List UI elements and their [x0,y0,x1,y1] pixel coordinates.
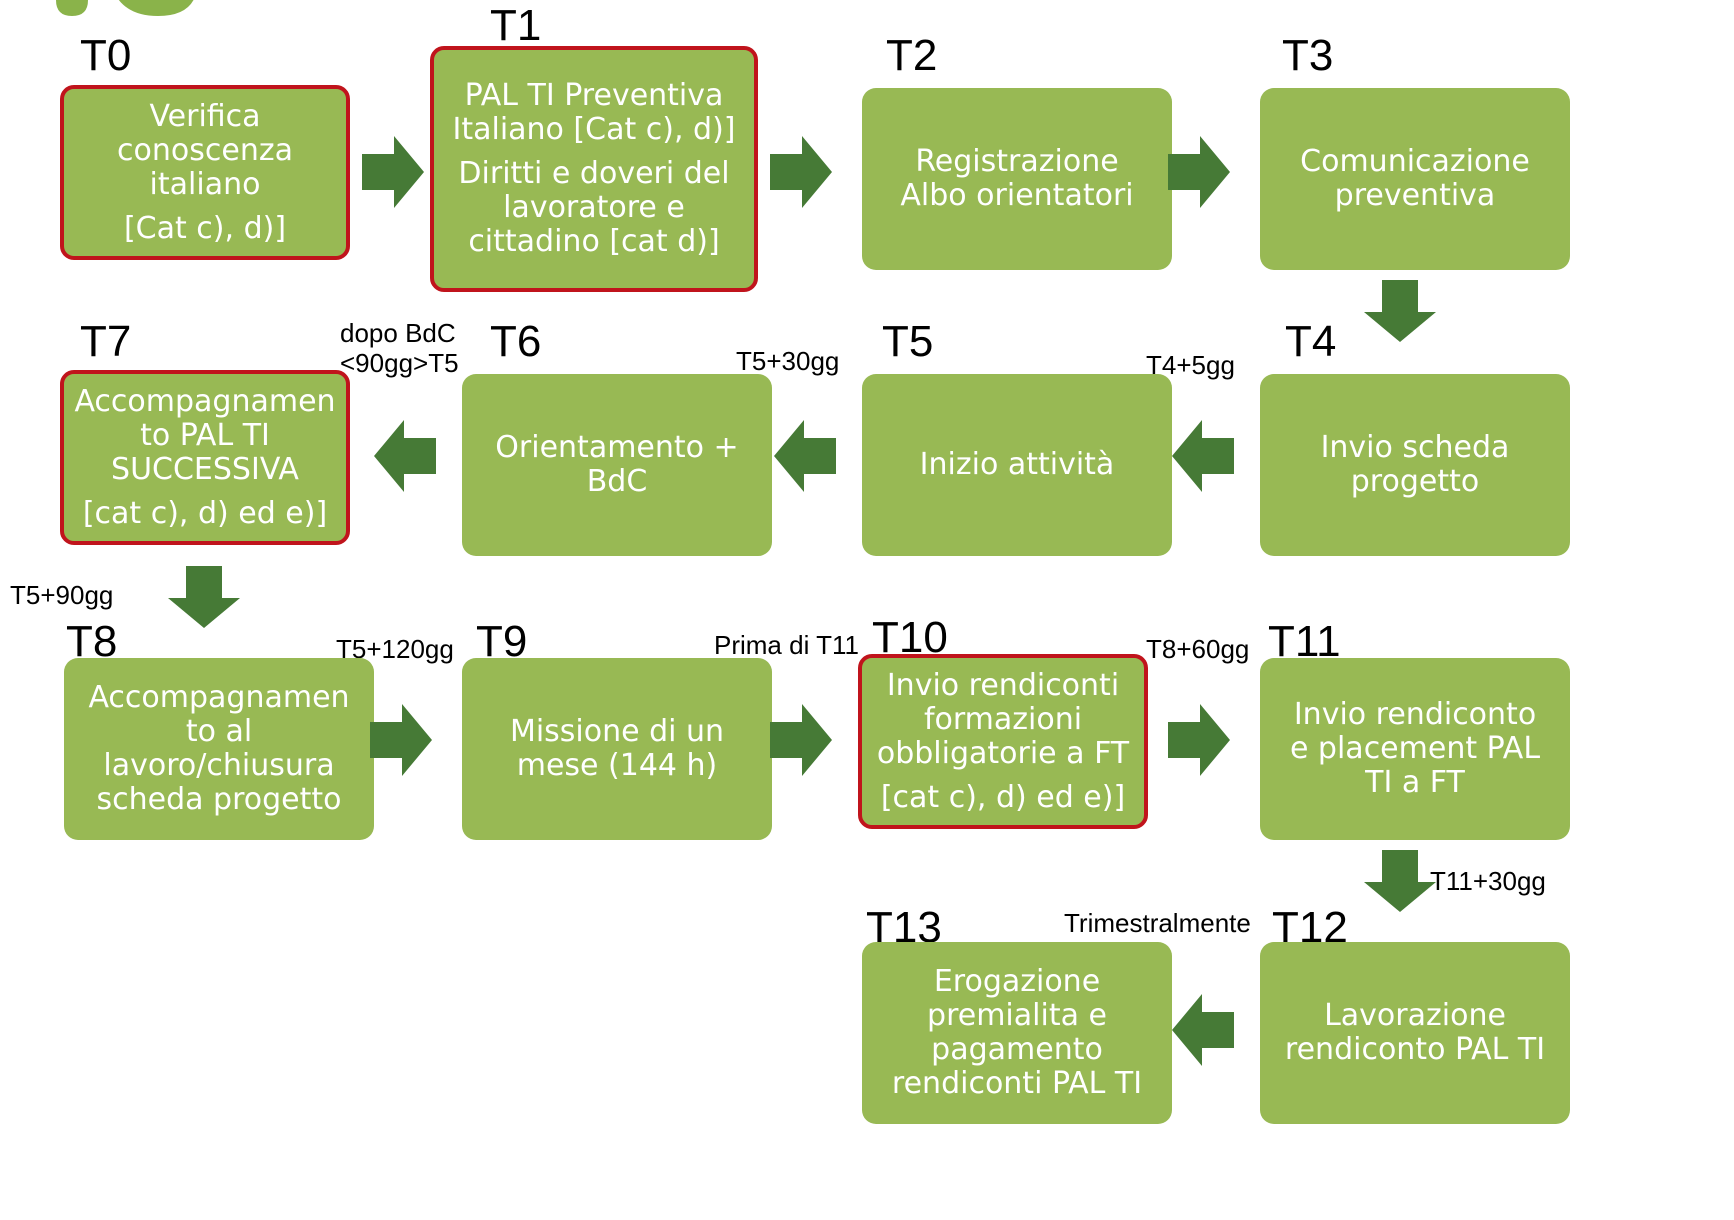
arrow-left-icon [1172,420,1234,492]
step-label-t4: T4 [1285,317,1337,366]
arrow-left-icon [374,420,436,492]
step-label-t9: T9 [476,617,528,666]
step-label-t8: T8 [66,617,118,666]
step-box-t1: PAL TI Preventiva Italiano [Cat c), d)] … [430,46,758,292]
arrow-left-icon [1172,994,1234,1066]
arrow-down-icon [1364,850,1436,912]
logo-fragment [56,0,194,16]
step-box-t12: Lavorazione rendiconto PAL TI [1260,942,1570,1124]
arrow-down-icon [168,566,240,628]
step-label-t0: T0 [80,31,132,80]
step-box-t13: Erogazione premialita e pagamento rendic… [862,942,1172,1124]
arrow-right-icon [1168,704,1230,776]
step-box-t2: Registrazione Albo orientatori [862,88,1172,270]
arrow-left-icon [774,420,836,492]
timing-note-t11: T8+60gg [1146,634,1250,664]
arrow-right-icon [770,136,832,208]
arrow-right-icon [770,704,832,776]
timing-note-t12-down: T11+30gg [1430,866,1546,896]
step-box-t7: Accompagnamen to PAL TI SUCCESSIVA [cat … [60,370,350,545]
arrow-right-icon [362,136,424,208]
timing-note-t12: Trimestralmente [1064,908,1251,938]
arrow-down-icon [1364,280,1436,342]
step-label-t7: T7 [80,317,132,366]
step-label-t10: T10 [872,613,948,662]
timing-note-t5: T5+30gg [736,346,840,376]
arrow-right-icon [1168,136,1230,208]
step-label-t3: T3 [1282,31,1334,80]
arrow-right-icon [370,704,432,776]
step-box-t5: Inizio attività [862,374,1172,556]
step-label-t11: T11 [1268,617,1341,666]
step-box-t10: Invio rendiconti formazioni obbligatorie… [858,654,1148,829]
step-box-t4: Invio scheda progetto [1260,374,1570,556]
timing-note-t6: dopo BdC <90gg>T5 [340,318,459,378]
step-box-t9: Missione di un mese (144 h) [462,658,772,840]
step-label-t6: T6 [490,317,542,366]
step-label-t5: T5 [882,317,934,366]
step-box-t0: Verifica conoscenza italiano [Cat c), d)… [60,85,350,260]
step-box-t3: Comunicazione preventiva [1260,88,1570,270]
step-label-t1: T1 [490,1,542,50]
timing-note-t10: Prima di T11 [714,630,859,660]
step-label-t2: T2 [886,31,938,80]
step-box-t6: Orientamento + BdC [462,374,772,556]
step-box-t11: Invio rendiconto e placement PAL TI a FT [1260,658,1570,840]
timing-note-t8: T5+90gg [10,580,114,610]
step-box-t8: Accompagnamen to al lavoro/chiusura sche… [64,658,374,840]
